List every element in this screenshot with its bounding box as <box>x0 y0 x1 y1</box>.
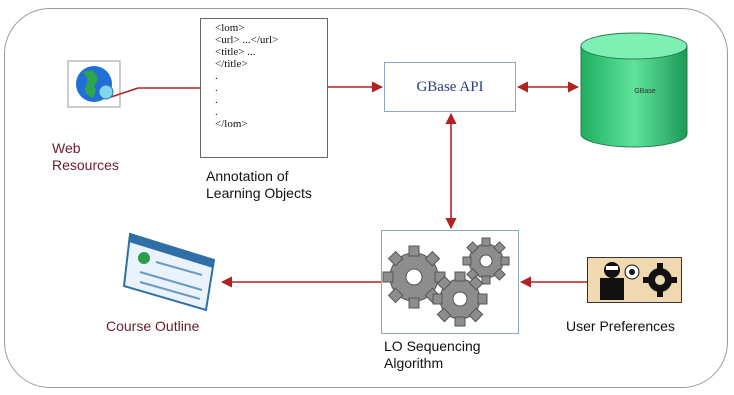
browser-window-icon <box>120 228 220 323</box>
doc-line: . <box>215 70 218 82</box>
doc-line: . <box>215 82 218 94</box>
gbase-api-box: GBase API <box>384 62 516 112</box>
doc-line: <url> ...</url> <box>215 34 279 46</box>
doc-line: </title> <box>215 58 248 70</box>
person-gear-icon <box>587 257 682 303</box>
doc-line: <lom> <box>215 22 245 34</box>
doc-line: </lom> <box>215 118 248 130</box>
doc-line: <title> ... <box>215 46 256 58</box>
web-resources-label: Web Resources <box>52 140 119 173</box>
gears-icon <box>381 230 519 334</box>
annotation-document: <lom> <url> ...</url> <title> ... </titl… <box>200 18 328 158</box>
gbase-db-label: GBase <box>634 88 656 95</box>
database-icon <box>578 30 690 155</box>
doc-line: . <box>215 94 218 106</box>
annotation-label: Annotation of Learning Objects <box>206 168 312 201</box>
user-preferences-label: User Preferences <box>566 318 675 334</box>
gbase-api-label: GBase API <box>416 78 484 95</box>
globe-icon <box>64 58 139 117</box>
course-outline-label: Course Outline <box>106 318 200 334</box>
doc-line: . <box>215 106 218 118</box>
sequencing-label: LO Sequencing Algorithm <box>384 338 481 371</box>
